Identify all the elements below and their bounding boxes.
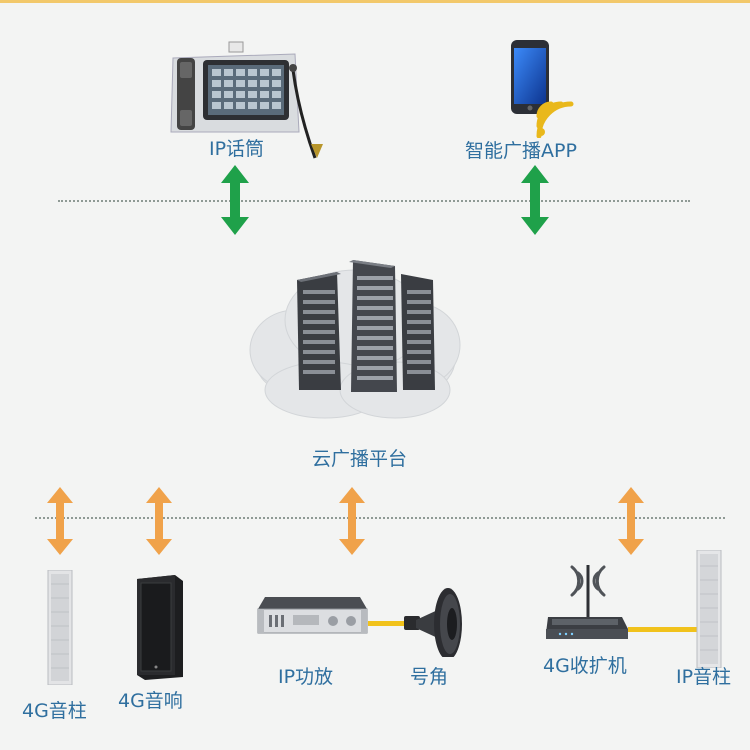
ip-microphone-label: IP话筒 bbox=[209, 138, 265, 160]
orange-double-arrow-3 bbox=[338, 487, 366, 555]
green-double-arrow-left bbox=[220, 165, 250, 235]
cable-receiver-to-column bbox=[628, 627, 700, 632]
cloud-server-icon bbox=[245, 250, 465, 430]
cable-amplifier-to-horn bbox=[368, 621, 413, 626]
4g-receiver-amplifier-label: 4G收扩机 bbox=[543, 655, 627, 677]
rack-amplifier-icon bbox=[255, 595, 370, 645]
smartphone-wifi-icon bbox=[505, 38, 575, 138]
wifi-router-icon bbox=[540, 555, 635, 645]
ip-column-label: IP音柱 bbox=[676, 666, 732, 688]
horn-label: 号角 bbox=[410, 666, 449, 688]
orange-double-arrow-1 bbox=[46, 487, 74, 555]
column-speaker-icon bbox=[45, 570, 75, 685]
4g-column-label: 4G音柱 bbox=[22, 700, 87, 722]
ip-amplifier-label: IP功放 bbox=[278, 666, 334, 688]
top-accent-strip bbox=[0, 0, 750, 3]
smart-broadcast-app-label: 智能广播APP bbox=[465, 140, 577, 162]
ip-microphone-console-icon bbox=[165, 40, 335, 160]
ip-column-speaker-icon bbox=[694, 550, 724, 668]
lower-separator-line bbox=[35, 517, 725, 519]
4g-speaker-label: 4G音响 bbox=[118, 690, 183, 712]
horn-speaker-icon bbox=[402, 582, 472, 657]
orange-double-arrow-2 bbox=[145, 487, 173, 555]
cloud-platform-label: 云广播平台 bbox=[312, 448, 408, 470]
green-double-arrow-right bbox=[520, 165, 550, 235]
orange-double-arrow-4 bbox=[617, 487, 645, 555]
cabinet-speaker-icon bbox=[135, 575, 185, 680]
upper-separator-line bbox=[58, 200, 690, 202]
